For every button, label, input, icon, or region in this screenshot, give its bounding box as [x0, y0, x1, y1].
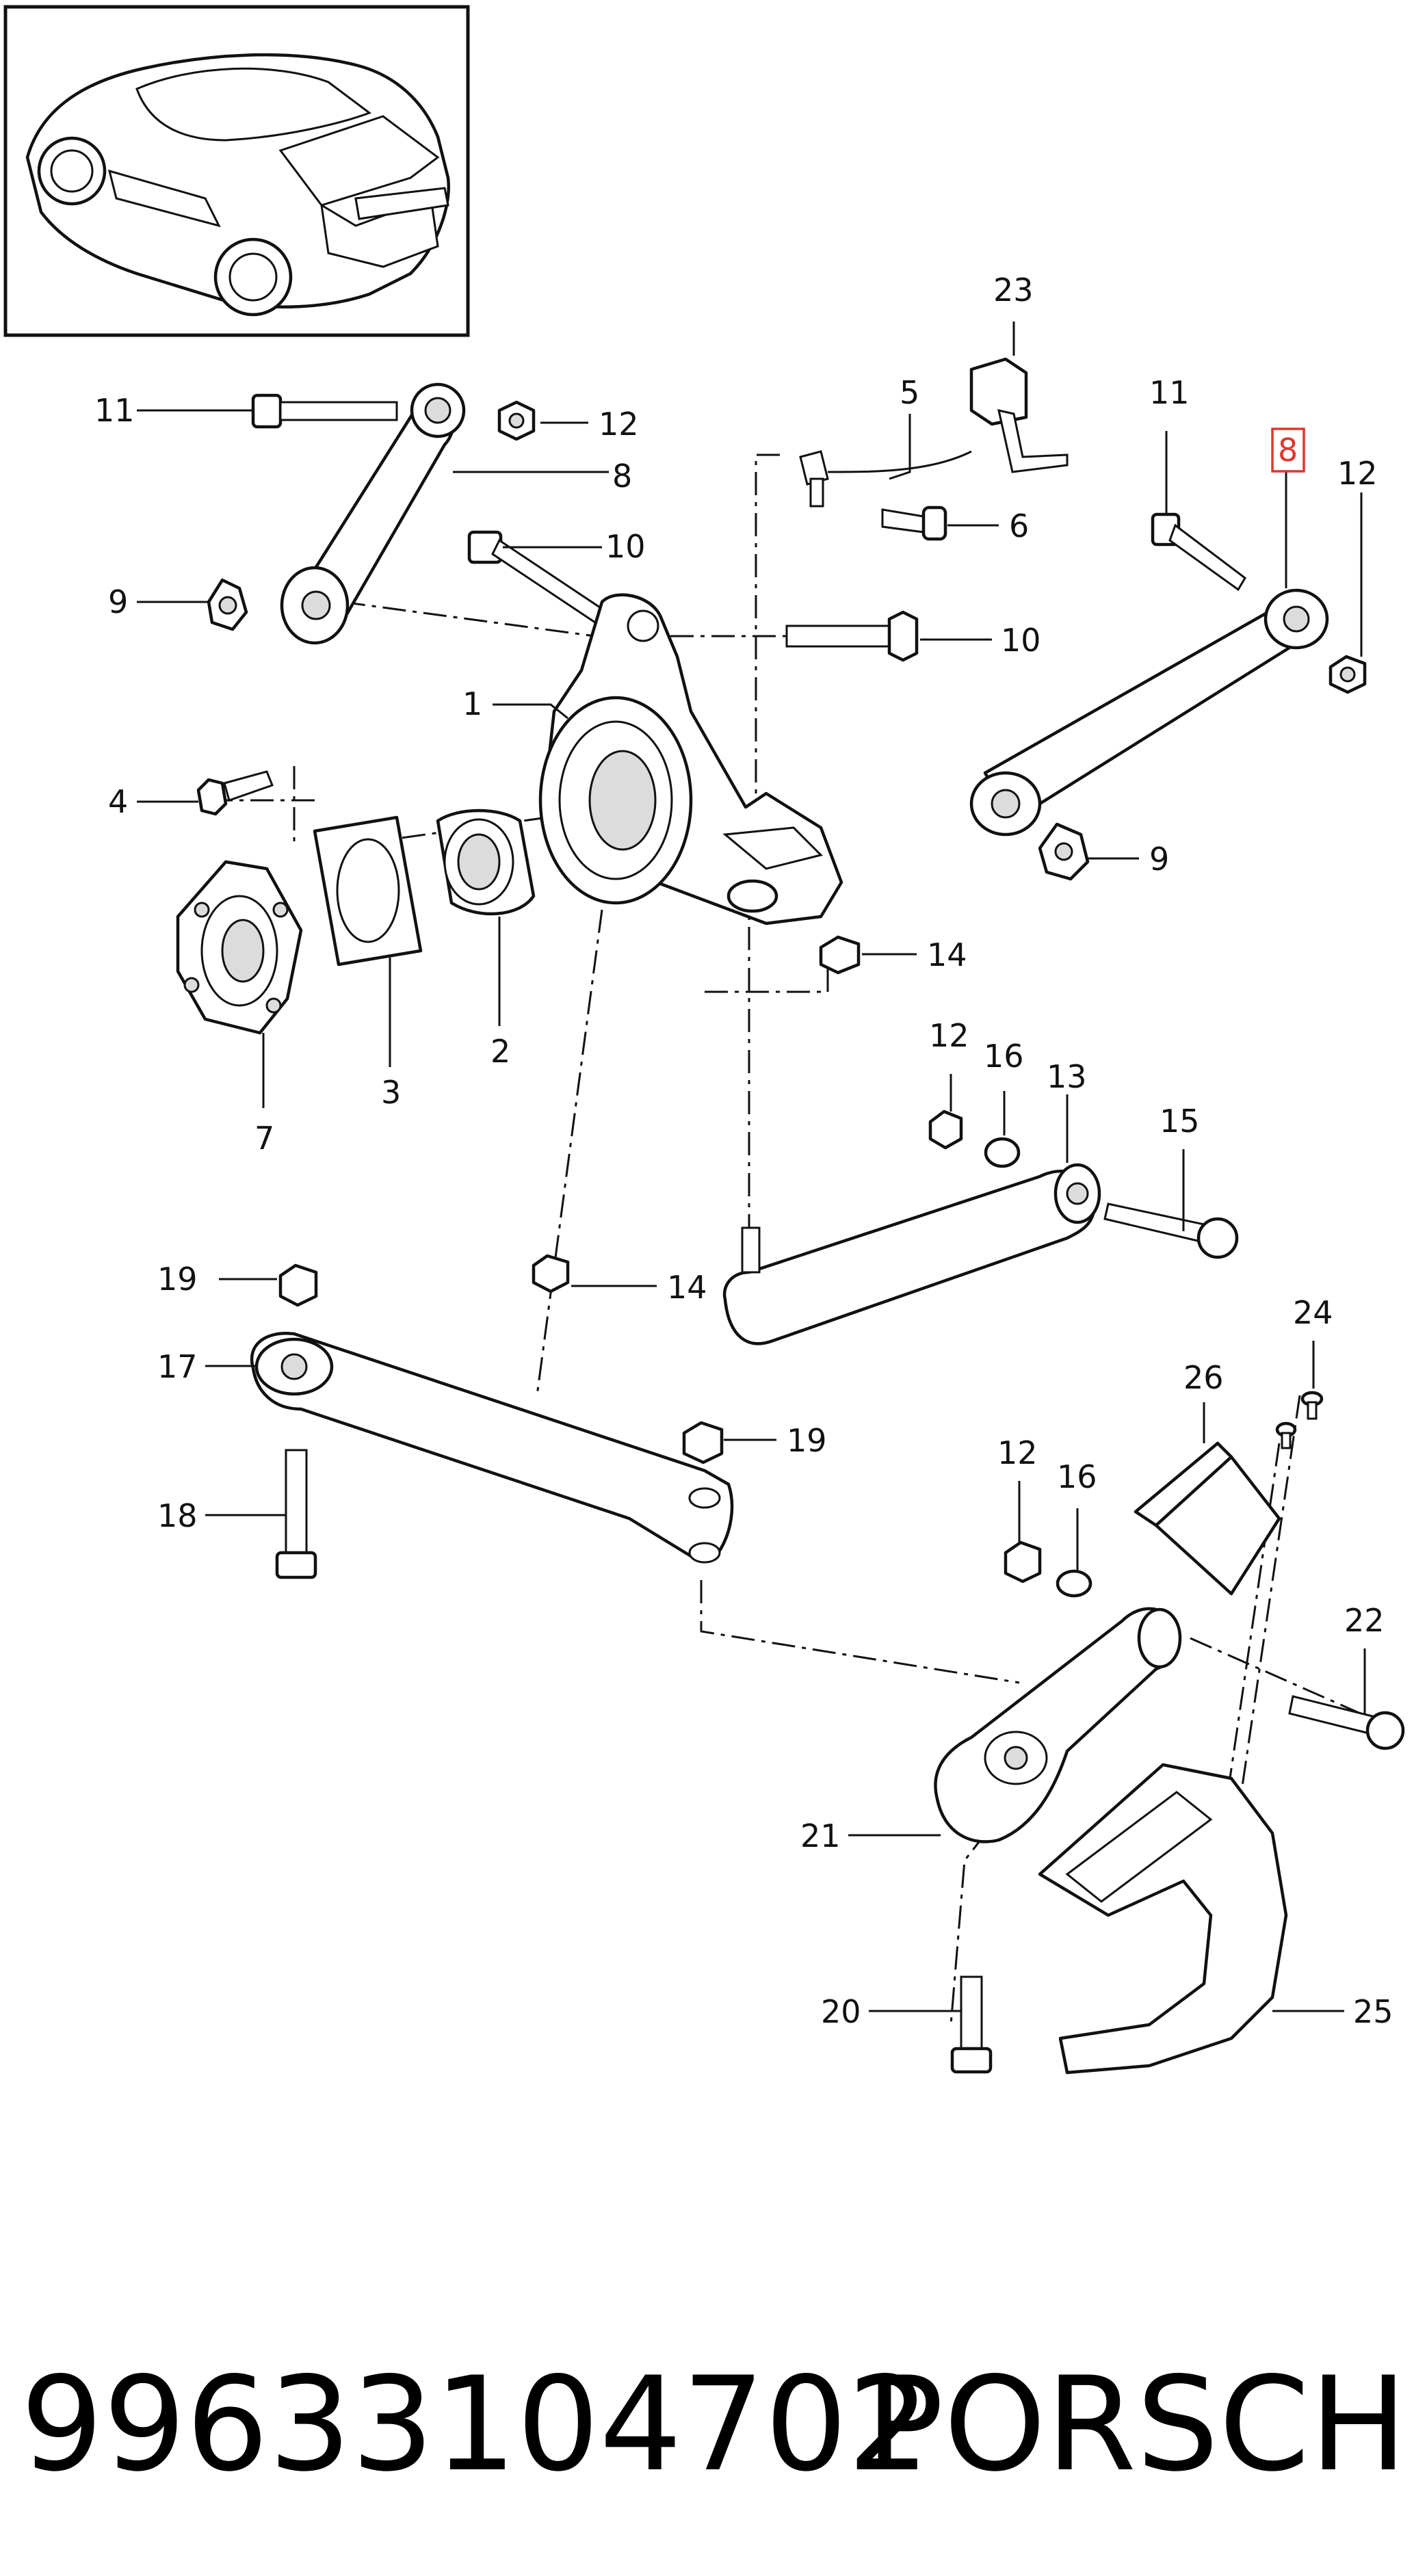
bolt-icon — [467, 530, 603, 625]
nut-icon — [532, 1254, 570, 1293]
toe-link-arm — [722, 1163, 1101, 1345]
bolt-icon — [1103, 1202, 1239, 1259]
callout-9: 9 — [108, 583, 128, 620]
callout-4: 4 — [108, 783, 128, 820]
callout-26: 26 — [1183, 1359, 1224, 1396]
nut-icon — [819, 935, 861, 975]
callout-25: 25 — [1353, 1993, 1393, 2030]
speed-sensor — [799, 450, 972, 508]
highlight-box — [1271, 428, 1305, 473]
wheel-hub — [176, 860, 303, 1035]
callout-1: 1 — [462, 685, 482, 722]
callout-12: 12 — [599, 406, 639, 443]
bolt-icon — [275, 1449, 317, 1579]
leader-lines — [137, 321, 1366, 2012]
callout-24: 24 — [1293, 1294, 1333, 1331]
screw-icon — [1300, 1391, 1324, 1420]
callout-12-middle: 12 — [929, 1017, 969, 1054]
bolt-icon — [785, 610, 919, 662]
callout-12-lower: 12 — [997, 1434, 1038, 1471]
callout-3: 3 — [381, 1074, 401, 1111]
brand-name: PORSCHE — [865, 2349, 1414, 2500]
nut-icon — [682, 1421, 724, 1464]
callout-11-right: 11 — [1149, 374, 1190, 411]
callout-19-right: 19 — [787, 1422, 827, 1459]
callout-14-lower: 14 — [667, 1269, 707, 1306]
callout-15: 15 — [1160, 1103, 1200, 1140]
nut-icon — [1328, 655, 1367, 694]
mounting-bracket — [1134, 1441, 1281, 1596]
lower-control-arm — [934, 1607, 1182, 1843]
washer-icon — [1056, 1569, 1092, 1598]
bolt-icon — [1151, 512, 1246, 592]
nut-icon — [928, 1109, 963, 1150]
callout-12-right: 12 — [1337, 455, 1378, 492]
bolt-icon — [251, 393, 398, 429]
callout-2: 2 — [490, 1033, 510, 1070]
callout-16: 16 — [984, 1038, 1024, 1075]
callout-5: 5 — [900, 374, 919, 411]
nut-icon — [278, 1263, 318, 1307]
trailing-arm — [250, 1332, 734, 1564]
eccentric-washer-icon — [1038, 822, 1090, 881]
callout-13: 13 — [1047, 1058, 1087, 1095]
callout-14: 14 — [927, 936, 967, 973]
callout-22: 22 — [1344, 1602, 1385, 1639]
callout-19: 19 — [157, 1261, 198, 1298]
underbody-guard — [1038, 1763, 1288, 2075]
upper-control-arm-left — [280, 382, 466, 645]
bolt-icon — [950, 1975, 993, 2074]
bolt-icon — [196, 770, 274, 816]
callout-18: 18 — [157, 1497, 198, 1534]
sensor-bracket — [969, 357, 1069, 473]
callout-11: 11 — [94, 392, 135, 429]
washer-icon — [984, 1137, 1021, 1168]
callout-6: 6 — [1009, 508, 1029, 544]
callout-17: 17 — [157, 1348, 198, 1385]
callout-8: 8 — [612, 458, 632, 495]
nut-icon — [1004, 1540, 1042, 1583]
upper-control-arm-right — [969, 588, 1329, 837]
wheel-carrier — [538, 593, 843, 925]
cover-plate — [313, 815, 423, 967]
callout-8-highlighted: 8 — [1278, 432, 1298, 469]
callout-7: 7 — [254, 1120, 274, 1157]
wheel-bearing — [436, 809, 536, 916]
callout-23: 23 — [993, 272, 1034, 308]
bolt-icon — [881, 505, 947, 541]
callout-16-lower: 16 — [1057, 1458, 1097, 1495]
part-number: 99633104702 — [21, 2349, 930, 2500]
callout-21: 21 — [800, 1817, 841, 1854]
eccentric-washer-icon — [207, 578, 248, 631]
nut-icon — [497, 400, 536, 441]
callout-labels: 1 2 3 4 5 6 7 8 8 9 9 10 10 11 11 12 12 … — [94, 272, 1393, 2030]
car-thumbnail — [3, 5, 470, 337]
callout-10-right: 10 — [1001, 622, 1041, 659]
screw-icon — [1275, 1421, 1297, 1449]
bolt-icon — [1288, 1695, 1405, 1750]
callout-9-right: 9 — [1149, 841, 1169, 878]
callout-10: 10 — [605, 528, 646, 565]
callout-20: 20 — [821, 1993, 861, 2030]
